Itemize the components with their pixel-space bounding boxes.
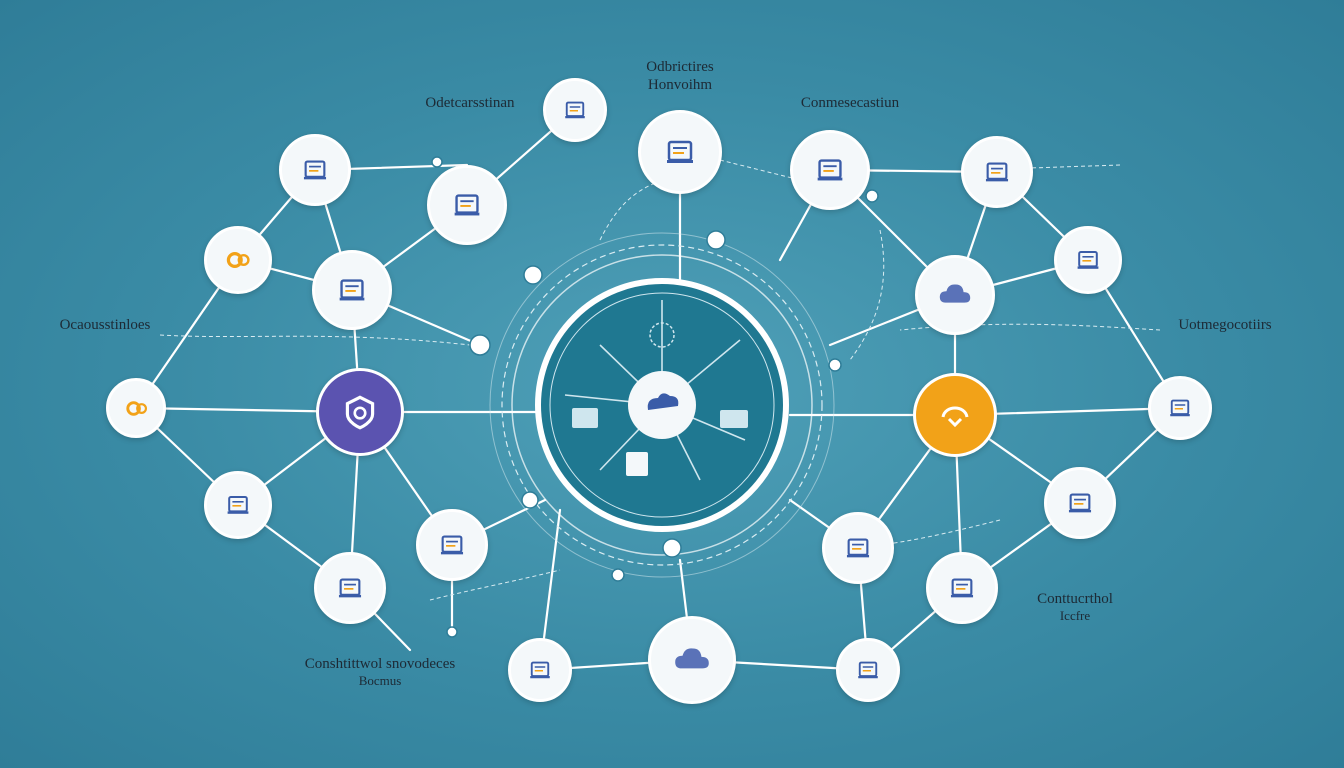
- printer-icon: [1072, 244, 1104, 276]
- laptop-icon: [448, 186, 486, 224]
- printer-icon: [980, 155, 1014, 189]
- chat-icon: [853, 655, 883, 685]
- presentation-icon: [560, 95, 590, 125]
- monitor-icon: [811, 151, 849, 189]
- network-node[interactable]: [638, 110, 722, 194]
- label-top-right: Conmesecastiun: [800, 95, 900, 111]
- network-node[interactable]: [836, 638, 900, 702]
- network-node[interactable]: [790, 130, 870, 210]
- file-icon: [435, 528, 469, 562]
- screen-icon: [333, 571, 367, 605]
- flag-icon: [935, 395, 975, 435]
- label-top-center: Odbrictires Honvoihm: [646, 59, 714, 93]
- tablet-icon: [1063, 486, 1097, 520]
- network-node[interactable]: [822, 512, 894, 584]
- network-node[interactable]: [204, 226, 272, 294]
- label-bottom-right: Conttucrthol Iccfre: [1037, 591, 1113, 623]
- label-right: Uotmegocotiirs: [1178, 317, 1272, 333]
- network-node[interactable]: [316, 368, 404, 456]
- network-node[interactable]: [1148, 376, 1212, 440]
- network-node[interactable]: [312, 250, 392, 330]
- document-icon: [525, 655, 555, 685]
- network-node[interactable]: [279, 134, 351, 206]
- gear-icon: [222, 244, 254, 276]
- person-icon: [841, 531, 875, 565]
- folder-icon: [222, 489, 254, 521]
- label-left: Ocaousstinloes: [59, 317, 151, 333]
- document-icon: [298, 153, 332, 187]
- cloud-user-icon: [936, 276, 974, 314]
- network-node[interactable]: [427, 165, 507, 245]
- network-node[interactable]: [106, 378, 166, 438]
- label-top-left: Odetcarsstinan: [425, 95, 515, 111]
- network-node[interactable]: [926, 552, 998, 624]
- cloud-icon: [671, 639, 713, 681]
- key-icon: [122, 394, 151, 423]
- shield-icon: [339, 391, 381, 433]
- network-node[interactable]: [1044, 467, 1116, 539]
- network-node[interactable]: [543, 78, 607, 142]
- lock-icon: [945, 571, 979, 605]
- network-node[interactable]: [915, 255, 995, 335]
- network-node[interactable]: [913, 373, 997, 457]
- network-node[interactable]: [1054, 226, 1122, 294]
- network-node[interactable]: [204, 471, 272, 539]
- network-node[interactable]: [508, 638, 572, 702]
- label-bottom-left: Conshtittwol snovodeces Bocmus: [304, 656, 456, 688]
- network-node[interactable]: [648, 616, 736, 704]
- screen-icon: [333, 271, 371, 309]
- book-icon: [1165, 393, 1195, 423]
- network-node[interactable]: [416, 509, 488, 581]
- chat-icon: [660, 132, 700, 172]
- network-node[interactable]: [961, 136, 1033, 208]
- network-node[interactable]: [314, 552, 386, 624]
